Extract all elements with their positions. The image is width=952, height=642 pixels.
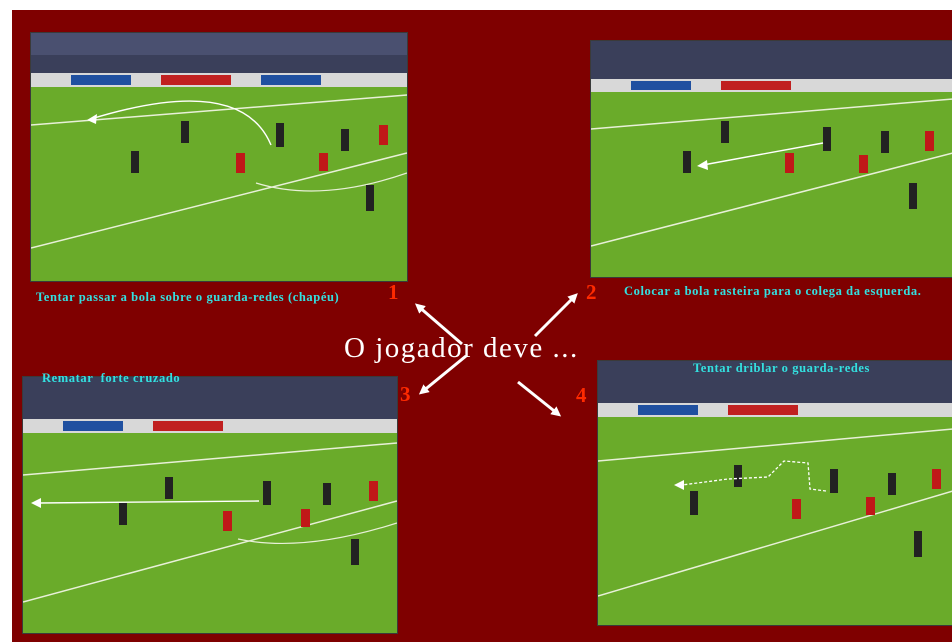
- football-frame-1: [30, 32, 408, 282]
- option-4-number: 4: [576, 383, 587, 407]
- arrow-to-option-2: [533, 293, 578, 338]
- option-2-number: 2: [586, 280, 597, 304]
- option-2-caption: Colocar a bola rasteira para o colega da…: [624, 284, 922, 298]
- option-3-caption: Rematar forte cruzado: [42, 371, 181, 385]
- option-4-caption: Tentar driblar o guarda-redes: [693, 361, 871, 375]
- arrow-to-option-4: [517, 380, 562, 417]
- arrow-to-option-1: [414, 303, 463, 346]
- arrow-to-option-3: [418, 354, 467, 395]
- option-3-number: 3: [400, 382, 411, 406]
- option-1-caption: Tentar passar a bola sobre o guarda-rede…: [36, 290, 340, 304]
- option-1-number: 1: [388, 280, 399, 304]
- football-frame-3: [22, 376, 398, 634]
- football-frame-2: [590, 40, 952, 278]
- football-frame-4: [597, 360, 952, 626]
